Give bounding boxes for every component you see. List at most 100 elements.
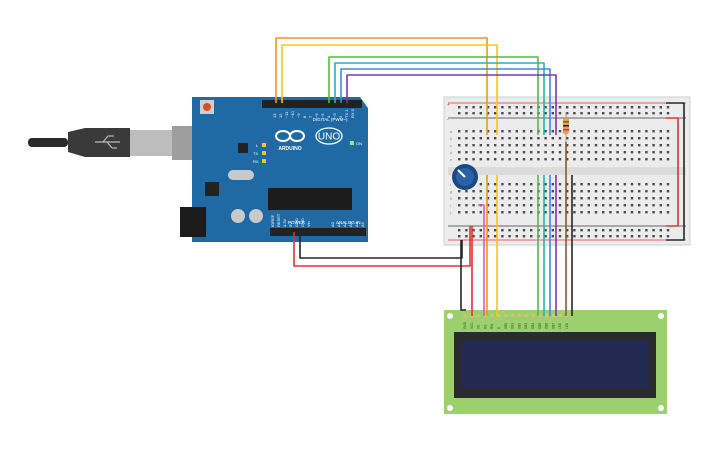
- terminal-bottom-hole[interactable]: [652, 190, 655, 193]
- terminal-bottom-hole[interactable]: [558, 197, 562, 200]
- terminal-bottom-hole[interactable]: [530, 197, 533, 200]
- bottom-rail-hole[interactable]: [587, 229, 590, 232]
- terminal-top-hole[interactable]: [458, 130, 461, 133]
- bottom-rail-hole[interactable]: [501, 235, 504, 238]
- terminal-bottom-hole[interactable]: [602, 183, 605, 186]
- terminal-top-hole[interactable]: [573, 137, 576, 140]
- terminal-top-hole[interactable]: [472, 137, 475, 140]
- terminal-top-hole[interactable]: [530, 158, 533, 161]
- lcd-pin[interactable]: [558, 314, 562, 317]
- terminal-top-hole[interactable]: [659, 151, 662, 154]
- terminal-bottom-hole[interactable]: [616, 211, 619, 214]
- terminal-top-hole[interactable]: [458, 158, 461, 161]
- terminal-top-hole[interactable]: [537, 158, 540, 161]
- terminal-top-hole[interactable]: [558, 144, 562, 147]
- bottom-rail-hole[interactable]: [479, 229, 482, 232]
- terminal-top-hole[interactable]: [609, 137, 612, 140]
- terminal-top-hole[interactable]: [652, 130, 655, 133]
- terminal-bottom-hole[interactable]: [616, 190, 619, 193]
- terminal-top-hole[interactable]: [479, 130, 482, 133]
- terminal-top-hole[interactable]: [616, 151, 619, 154]
- bottom-rail-hole[interactable]: [486, 229, 490, 232]
- terminal-top-hole[interactable]: [659, 130, 662, 133]
- terminal-top-hole[interactable]: [479, 144, 482, 147]
- lcd-pin[interactable]: [565, 314, 569, 317]
- terminal-top-hole[interactable]: [472, 144, 475, 147]
- terminal-bottom-hole[interactable]: [544, 190, 547, 193]
- terminal-top-hole[interactable]: [580, 130, 583, 133]
- terminal-top-hole[interactable]: [645, 151, 648, 154]
- lcd-pin[interactable]: [545, 314, 549, 317]
- bottom-rail-hole[interactable]: [494, 229, 497, 232]
- terminal-bottom-hole[interactable]: [465, 197, 468, 200]
- lcd-pin[interactable]: [524, 314, 528, 317]
- terminal-bottom-hole[interactable]: [486, 197, 490, 200]
- terminal-top-hole[interactable]: [652, 137, 655, 140]
- bottom-rail-hole[interactable]: [558, 229, 562, 232]
- terminal-top-hole[interactable]: [472, 158, 475, 161]
- terminal-top-hole[interactable]: [652, 144, 655, 147]
- terminal-bottom-hole[interactable]: [515, 204, 518, 207]
- terminal-bottom-hole[interactable]: [472, 190, 475, 193]
- terminal-bottom-hole[interactable]: [508, 190, 511, 193]
- bottom-rail-hole[interactable]: [616, 235, 619, 238]
- terminal-top-hole[interactable]: [486, 144, 490, 147]
- terminal-top-hole[interactable]: [630, 151, 634, 154]
- terminal-bottom-hole[interactable]: [594, 197, 598, 200]
- terminal-top-hole[interactable]: [551, 137, 554, 140]
- terminal-top-hole[interactable]: [587, 137, 590, 140]
- terminal-top-hole[interactable]: [494, 130, 497, 133]
- bottom-rail-hole[interactable]: [544, 235, 547, 238]
- terminal-top-hole[interactable]: [515, 151, 518, 154]
- terminal-top-hole[interactable]: [652, 151, 655, 154]
- terminal-top-hole[interactable]: [522, 158, 526, 161]
- terminal-bottom-hole[interactable]: [659, 183, 662, 186]
- terminal-top-hole[interactable]: [566, 137, 569, 140]
- terminal-bottom-hole[interactable]: [515, 183, 518, 186]
- top-rail-hole[interactable]: [551, 112, 554, 115]
- terminal-top-hole[interactable]: [494, 151, 497, 154]
- terminal-bottom-hole[interactable]: [522, 183, 526, 186]
- bottom-rail-hole[interactable]: [638, 235, 641, 238]
- reset-button[interactable]: [203, 103, 211, 111]
- bottom-rail-hole[interactable]: [458, 229, 461, 232]
- terminal-bottom-hole[interactable]: [566, 197, 569, 200]
- terminal-bottom-hole[interactable]: [494, 190, 497, 193]
- terminal-top-hole[interactable]: [458, 151, 461, 154]
- terminal-bottom-hole[interactable]: [630, 204, 634, 207]
- terminal-bottom-hole[interactable]: [638, 211, 641, 214]
- terminal-bottom-hole[interactable]: [666, 197, 670, 200]
- terminal-top-hole[interactable]: [616, 144, 619, 147]
- terminal-bottom-hole[interactable]: [551, 211, 554, 214]
- terminal-top-hole[interactable]: [659, 158, 662, 161]
- terminal-top-hole[interactable]: [587, 130, 590, 133]
- terminal-top-hole[interactable]: [508, 130, 511, 133]
- bottom-rail-hole[interactable]: [530, 229, 533, 232]
- terminal-top-hole[interactable]: [501, 151, 504, 154]
- top-rail-hole[interactable]: [616, 106, 619, 109]
- terminal-top-hole[interactable]: [465, 158, 468, 161]
- bottom-rail-hole[interactable]: [580, 229, 583, 232]
- terminal-top-hole[interactable]: [537, 137, 540, 140]
- terminal-bottom-hole[interactable]: [465, 211, 468, 214]
- top-rail-hole[interactable]: [479, 112, 482, 115]
- terminal-top-hole[interactable]: [573, 130, 576, 133]
- terminal-top-hole[interactable]: [501, 137, 504, 140]
- bottom-rail-hole[interactable]: [573, 235, 576, 238]
- terminal-bottom-hole[interactable]: [623, 211, 626, 214]
- terminal-bottom-hole[interactable]: [508, 204, 511, 207]
- terminal-bottom-hole[interactable]: [580, 183, 583, 186]
- top-rail-hole[interactable]: [551, 106, 554, 109]
- terminal-top-hole[interactable]: [465, 130, 468, 133]
- terminal-top-hole[interactable]: [594, 158, 598, 161]
- terminal-top-hole[interactable]: [472, 130, 475, 133]
- terminal-bottom-hole[interactable]: [501, 204, 504, 207]
- terminal-top-hole[interactable]: [515, 158, 518, 161]
- terminal-bottom-hole[interactable]: [666, 204, 670, 207]
- top-rail-hole[interactable]: [508, 112, 511, 115]
- terminal-bottom-hole[interactable]: [602, 190, 605, 193]
- terminal-bottom-hole[interactable]: [479, 190, 482, 193]
- terminal-bottom-hole[interactable]: [558, 211, 562, 214]
- bottom-rail-hole[interactable]: [666, 229, 670, 232]
- terminal-bottom-hole[interactable]: [623, 183, 626, 186]
